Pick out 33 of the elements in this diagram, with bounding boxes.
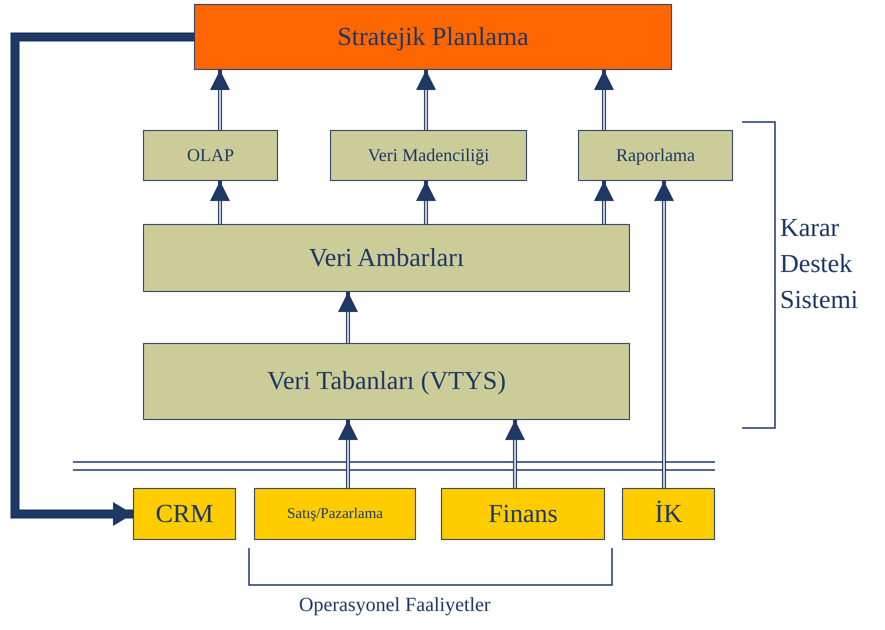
box-label: Finans bbox=[488, 498, 558, 530]
box-label: OLAP bbox=[186, 144, 234, 167]
double-arrow bbox=[594, 181, 614, 224]
box-label: Veri Madenciliği bbox=[368, 144, 490, 167]
box-label: Veri Tabanları (VTYS) bbox=[267, 365, 506, 398]
double-arrow bbox=[338, 420, 358, 488]
double-arrow bbox=[210, 70, 230, 130]
box-label: Veri Ambarları bbox=[308, 242, 464, 274]
process-box bbox=[578, 130, 733, 181]
box-label: Stratejik Planlama bbox=[337, 20, 529, 53]
group-label: Operasyonel Faaliyetler bbox=[299, 593, 491, 618]
arrow bbox=[10, 32, 194, 526]
double-arrow bbox=[654, 181, 674, 488]
box-label: İK bbox=[654, 498, 682, 530]
process-box bbox=[143, 343, 630, 420]
double-arrow bbox=[594, 70, 614, 130]
process-box bbox=[143, 130, 278, 181]
group-label: Karar Destek Sistemi bbox=[780, 212, 860, 316]
double-arrow bbox=[210, 181, 230, 224]
process-box bbox=[143, 224, 630, 292]
double-arrow bbox=[416, 181, 436, 224]
process-box bbox=[441, 488, 605, 540]
box-label: CRM bbox=[156, 498, 214, 530]
process-box bbox=[194, 4, 672, 70]
box-label: Raporlama bbox=[616, 144, 695, 167]
process-box bbox=[133, 488, 236, 540]
process-box bbox=[254, 488, 416, 540]
process-box bbox=[622, 488, 715, 540]
box-label: Satış/Pazarlama bbox=[287, 504, 383, 524]
double-arrow bbox=[338, 292, 358, 343]
double-arrow bbox=[505, 420, 525, 488]
process-box bbox=[330, 130, 527, 181]
double-arrow bbox=[416, 70, 436, 130]
